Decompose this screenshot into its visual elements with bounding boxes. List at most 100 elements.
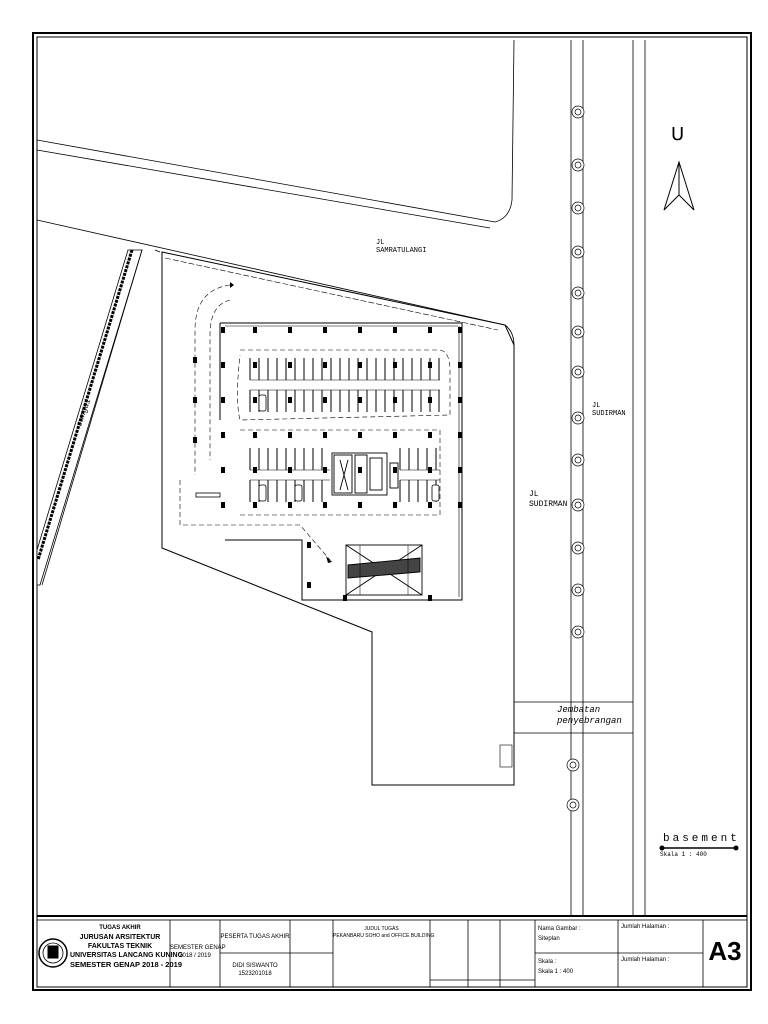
drawing-name-cell: Nama Gambar : Siteplan xyxy=(538,924,581,944)
street-label-sudirman-side-line2: SUDIRMAN xyxy=(592,410,626,418)
column xyxy=(428,432,432,438)
institution-line3: FAKULTAS TEKNIK xyxy=(87,943,153,950)
column xyxy=(428,502,432,508)
street-label-samratulangi: JL SAMRATULANGI xyxy=(376,239,426,255)
university-logo xyxy=(38,938,68,968)
drawing-name-label: Nama Gambar : xyxy=(538,926,581,932)
inner-border xyxy=(36,36,748,988)
plan-title-line xyxy=(659,845,739,851)
scale-label: Skala : xyxy=(538,959,557,965)
column xyxy=(393,467,397,473)
institution-line4: UNIVERSITAS LANCANG KUNING xyxy=(70,952,184,959)
column xyxy=(458,362,462,368)
column xyxy=(358,467,362,473)
outer-border xyxy=(32,32,752,991)
street-label-samratulangi-line2: SAMRATULANGI xyxy=(376,247,427,255)
column xyxy=(393,397,397,403)
ramp-block xyxy=(345,544,423,596)
bridge-label-line1: Jembatan xyxy=(557,705,601,715)
column xyxy=(221,397,225,403)
participant-nim: 1523201018 xyxy=(238,971,272,977)
participant-cell: DIDI SISWANTO 1523201018 xyxy=(220,962,290,978)
institution-line5: SEMESTER GENAP 2018 - 2019 xyxy=(70,960,182,969)
column xyxy=(358,397,362,403)
bridge-label: Jembatan penyebrangan xyxy=(557,705,622,727)
street-label-sudirman-main: JL SUDIRMAN xyxy=(529,490,567,510)
column xyxy=(221,362,225,368)
river xyxy=(36,249,161,586)
basement-outline xyxy=(219,322,463,601)
institution-block: TUGAS AKHIR JURUSAN ARSITEKTUR FAKULTAS … xyxy=(70,924,184,969)
street-label-sudirman-side: JL SUDIRMAN xyxy=(592,402,626,418)
street-label-sudirman-main-line1: JL xyxy=(529,490,539,499)
scale-value: Skala 1 : 400 xyxy=(538,969,574,975)
column xyxy=(428,397,432,403)
sheet-size: A3 xyxy=(708,936,742,966)
column xyxy=(221,432,225,438)
institution-line2: JURUSAN ARSITEKTUR xyxy=(79,934,161,941)
samratulangi-road xyxy=(36,39,515,780)
plan-title: basement xyxy=(663,833,740,845)
participant-name: DIDI SISWANTO xyxy=(232,963,278,969)
column xyxy=(458,432,462,438)
column xyxy=(288,327,292,333)
column xyxy=(253,467,257,473)
column xyxy=(458,502,462,508)
north-arrow-icon xyxy=(663,160,695,211)
column xyxy=(253,362,257,368)
column xyxy=(358,362,362,368)
street-label-samratulangi-line1: JL xyxy=(376,239,385,247)
ramp-arrows xyxy=(230,282,332,563)
project-cell: JUDUL TUGAS PEKANBARU SOHO and OFFICE BU… xyxy=(333,926,435,940)
semester-value: 2018 / 2019 xyxy=(179,953,211,959)
column xyxy=(193,437,197,443)
column xyxy=(253,502,257,508)
column xyxy=(393,502,397,508)
column xyxy=(358,432,362,438)
column xyxy=(458,327,462,333)
project-label: JUDUL TUGAS xyxy=(364,926,399,932)
column xyxy=(288,362,292,368)
column xyxy=(428,595,432,601)
column xyxy=(253,432,257,438)
street-label-sudirman-main-line2: SUDIRMAN xyxy=(529,500,568,509)
column xyxy=(193,357,197,363)
page-count-label-1: Jumlah Halaman : xyxy=(621,924,670,930)
title-block-grid xyxy=(36,919,748,988)
column xyxy=(393,327,397,333)
column xyxy=(288,397,292,403)
semester-label: SEMESTER GENAP xyxy=(170,945,226,951)
column xyxy=(323,432,327,438)
column xyxy=(323,362,327,368)
project-title: PEKANBARU SOHO and OFFICE BUILDING xyxy=(333,933,435,939)
column xyxy=(323,502,327,508)
north-label: U xyxy=(671,124,685,145)
column xyxy=(393,362,397,368)
semester-cell: SEMESTER GENAP 2018 / 2019 xyxy=(170,944,226,960)
column xyxy=(221,327,225,333)
street-label-sudirman-side-line1: JL xyxy=(592,402,601,410)
plan-scale: Skala 1 : 400 xyxy=(660,851,707,858)
column xyxy=(288,502,292,508)
column xyxy=(428,362,432,368)
street-trees xyxy=(566,105,585,812)
column xyxy=(458,397,462,403)
ramp-path xyxy=(179,284,451,561)
column xyxy=(358,327,362,333)
column xyxy=(193,397,197,403)
institution-line1: TUGAS AKHIR xyxy=(99,925,141,931)
scale-cell: Skala : Skala 1 : 400 xyxy=(538,957,573,977)
participant-label: PESERTA TUGAS AKHIR xyxy=(220,934,290,940)
column xyxy=(288,432,292,438)
site-boundary xyxy=(161,251,515,786)
column xyxy=(393,432,397,438)
column xyxy=(253,397,257,403)
column xyxy=(307,542,311,548)
structural-columns xyxy=(193,327,462,601)
column xyxy=(428,327,432,333)
column xyxy=(288,467,292,473)
column xyxy=(323,397,327,403)
pedestrian-bridge xyxy=(514,701,633,734)
page-count-label-2: Jumlah Halaman : xyxy=(621,957,670,963)
